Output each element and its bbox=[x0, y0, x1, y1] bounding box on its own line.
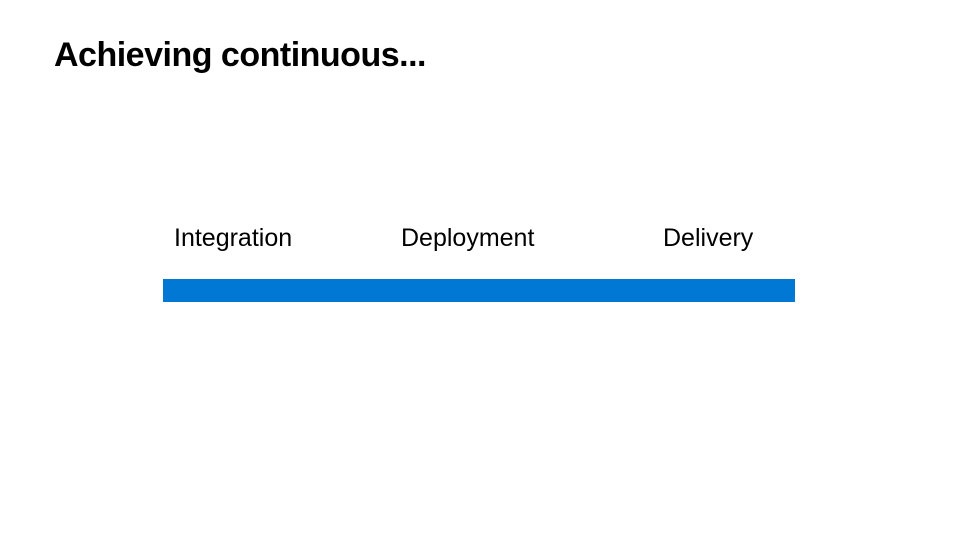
stage-label-deployment: Deployment bbox=[401, 224, 535, 252]
stage-label-integration: Integration bbox=[174, 224, 293, 252]
stage-label-delivery: Delivery bbox=[663, 224, 754, 252]
pipeline-bar bbox=[163, 279, 795, 302]
slide-title: Achieving continuous... bbox=[54, 36, 426, 74]
